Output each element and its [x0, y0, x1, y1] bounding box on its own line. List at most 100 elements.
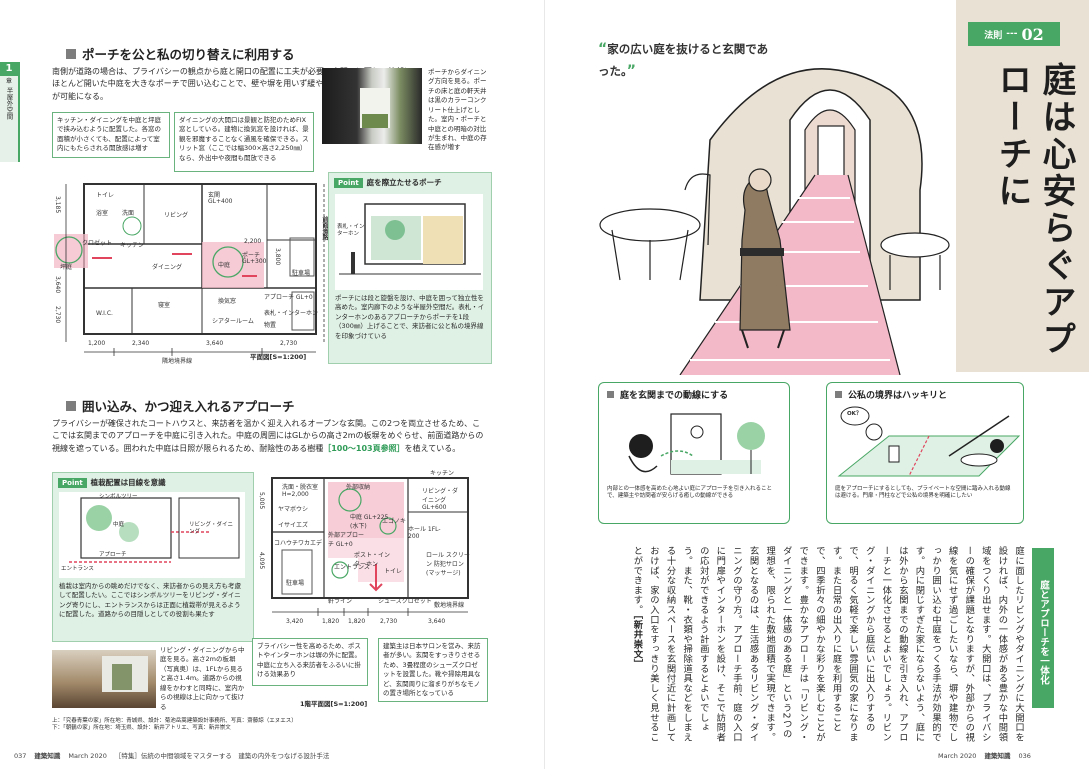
card2-title: 公私の境界はハッキリと [848, 391, 948, 401]
room-shiatoro: シアタールーム [212, 318, 254, 325]
chapter-tab: 1 章 半屋外空間 [0, 62, 20, 162]
plan2-caption: 1階平面図[S=1:200] [300, 700, 368, 708]
dim-bottom-2: 2,340 [132, 340, 150, 347]
law-title: 庭は心安らぐアプローチに [991, 62, 1076, 358]
p2-dim-left-1: 5,005 [258, 492, 265, 510]
hero-illustration-drawing [599, 68, 950, 376]
inset-nakaniwa: 中庭 [113, 522, 125, 528]
p2-ekoneko: エゴノキ [382, 518, 407, 525]
column-body-text: 庭に面したリビングやダイニングに大開口を設ければ、内外の一体感がある豊かな中間領… [631, 546, 1024, 742]
section1-heading: ポーチを公と私の切り替えに利用する [66, 44, 295, 63]
p2-entrance: エントランス [334, 564, 370, 571]
quote: “家の広い庭を抜けると玄関であった。” [598, 41, 769, 80]
footer-left: 037 建築知識 March 2020 ［特集］伝統の中間領域をマスターする 建… [14, 752, 329, 761]
p2-yamaboshi: ヤマボウシ [278, 506, 309, 513]
section1-heading-text: ポーチを公と私の切り替えに利用する [82, 47, 295, 62]
point-badge-2: Point [58, 478, 87, 488]
note-shoes: 建築主は日本サロンを営み、来訪者が多い。玄関をすっきりさせるため、3畳程度のシュ… [378, 638, 488, 702]
p2-kitchen: キッチン [430, 470, 455, 477]
room-approach: アプローチ GL+0 [264, 294, 313, 301]
room-hyosatsu: 表札・インターホン [264, 310, 319, 317]
card2-illustration [837, 406, 1021, 477]
hero-illustration [590, 30, 950, 376]
quote-text: 家の広い庭を抜けると玄関であった。 [598, 42, 769, 79]
plan1-caption: 平面図[S=1:200] [250, 353, 307, 361]
chapter-number: 1 [0, 62, 18, 76]
room-dining: ダイニング [152, 264, 183, 271]
point-body-porch: ポーチには段と旋盤を設け、中庭を囲って独立性を高めた。室内廊下のような半屋外空間… [335, 294, 485, 340]
porch-sketch-drawing [339, 203, 481, 275]
point-title-planting: 植栽配置は目線を意識 [90, 478, 166, 487]
chapter-title: 半屋外空間 [5, 87, 13, 120]
porch-sketch: 表札・インターホン [335, 194, 483, 290]
p2-dim-left-2: 4,095 [258, 552, 265, 570]
heading-square-icon-2 [66, 400, 76, 411]
section2-heading-text: 囲い込み、かつ迎え入れるアプローチ [82, 399, 295, 414]
p2-gaibuki: 外部収納 [346, 484, 371, 491]
porch-photo-caption: ポーチからダイニング方向を見る。ポーチの床と庭の軒天井は黒のカラーコンクリート仕… [428, 68, 487, 152]
floor-plan-2-drawing [271, 477, 469, 616]
p2-boundary: 敷地境界線 [434, 602, 465, 609]
card2-body: 庭をアプローチにするとしても、プライベートな空間に踏み入れる動線は避ける。門扉・… [835, 486, 1011, 500]
room-parking: 駐車場 [292, 270, 311, 277]
footer-right: March 2020 建築知識 036 [938, 752, 1031, 761]
card-flow: 庭を玄関までの動線にする 内部との一体感を高めた心地よい庭にアプローチを引き入れ… [598, 382, 790, 524]
chapter-label: 章 [5, 78, 12, 85]
dim-3800: 3,800 [274, 248, 281, 266]
room-bath: 浴室 [96, 210, 109, 217]
dim-bottom-1: 1,200 [88, 340, 106, 347]
p2-hall: ホール 1FL-200 [408, 526, 441, 540]
card1-square-icon [607, 391, 614, 398]
room-bedroom: 寝室 [158, 302, 171, 309]
dim-bottom-3: 3,640 [206, 340, 224, 347]
planting-inset-drawing [69, 497, 240, 563]
card-boundary: 公私の境界はハッキリと OK？ 庭をアプローチにするとしても、プライベートな空間… [826, 382, 1024, 524]
section2-body-post: を植えている。 [404, 443, 461, 453]
law-badge: 法則 --- 02 [968, 22, 1060, 46]
footer-left-date: March 2020 [68, 752, 107, 760]
room-porch: ポーチ [242, 252, 261, 259]
footer-left-feature: ［特集］伝統の中間領域をマスターする 建築の内外をつなげる設計手法 [114, 752, 330, 760]
footer-left-page: 037 [14, 752, 27, 760]
dim-2200: 2,200 [244, 238, 262, 245]
credits: 上：「究春青葉の家」所在地：青城県、設計：菊池岳嵩建築設計事務所、写真：齋藤諒（… [52, 718, 472, 732]
p2-dim-4: 2,730 [380, 618, 398, 625]
p2-nakaniwa: 中庭 GL+225 (水下) [350, 514, 389, 530]
footer-left-mag: 建築知識 [34, 752, 61, 760]
section2-heading: 囲い込み、かつ迎え入れるアプローチ [66, 396, 295, 415]
site-boundary-label: 隣地境界線 [162, 358, 193, 365]
p2-screen: ロール スクリーン 防犯サロン (マッサージ) [426, 552, 470, 577]
card1-body: 内部との一体感を高めた心地よい庭にアプローチを引き入れることで、建築主や訪問者が… [607, 486, 772, 500]
footer-right-mag: 建築知識 [984, 752, 1011, 760]
p2-kohaku: コハウチワカエデ [274, 540, 323, 547]
dim-left-2: 3,640 [54, 276, 61, 294]
column-title-box: 庭とアプローチを一体化 [1032, 548, 1054, 708]
column-title: 庭とアプローチを一体化 [1038, 579, 1049, 685]
inset-approach: アプローチ [99, 552, 127, 558]
planting-inset: シンボルツリー 中庭 アプローチ リビング・ダイニング エントランス [59, 492, 245, 578]
room-kanki: 換気窓 [218, 298, 237, 305]
inset-entrance: エントランス [61, 566, 94, 572]
floor-plan-1-drawing [54, 183, 325, 356]
p2-post: ポスト・インターホン [354, 552, 391, 568]
point-title-porch: 庭を際立たせるポーチ [366, 178, 442, 187]
card2-ok: OK？ [847, 411, 862, 417]
courtyard-photo-caption: リビング・ダイニングから中庭を見る。高さ2mの板塀（写真奥）は、1FLから見ると… [160, 646, 245, 711]
section2-body: プライバシーが確保されたコートハウスと、来訪者を温かく迎え入れるオープンな玄関。… [52, 418, 488, 455]
p2-setback: 軒ライン [328, 598, 353, 605]
p2-dim-1: 3,420 [286, 618, 304, 625]
room-toilet: トイレ [96, 192, 115, 199]
courtyard-photo [52, 650, 156, 708]
room-nakaniwa: 中庭 [218, 262, 231, 269]
spine-divider [544, 0, 545, 769]
p2-approach: 外部アプローチ GL+0 [328, 532, 365, 548]
p2-washroom: 洗面・脱衣室 H=2,000 [282, 484, 319, 498]
p2-dim-2: 1,820 [322, 618, 340, 625]
room-entrance: 玄関 [208, 192, 221, 199]
column-author: ［新井崇文］ [631, 614, 643, 669]
heading-square-icon [66, 48, 76, 59]
room-tsuboniwa: 坪庭 [60, 264, 73, 271]
p2-isaiku: イサイエズ [278, 522, 308, 529]
point-badge: Point [334, 178, 363, 188]
